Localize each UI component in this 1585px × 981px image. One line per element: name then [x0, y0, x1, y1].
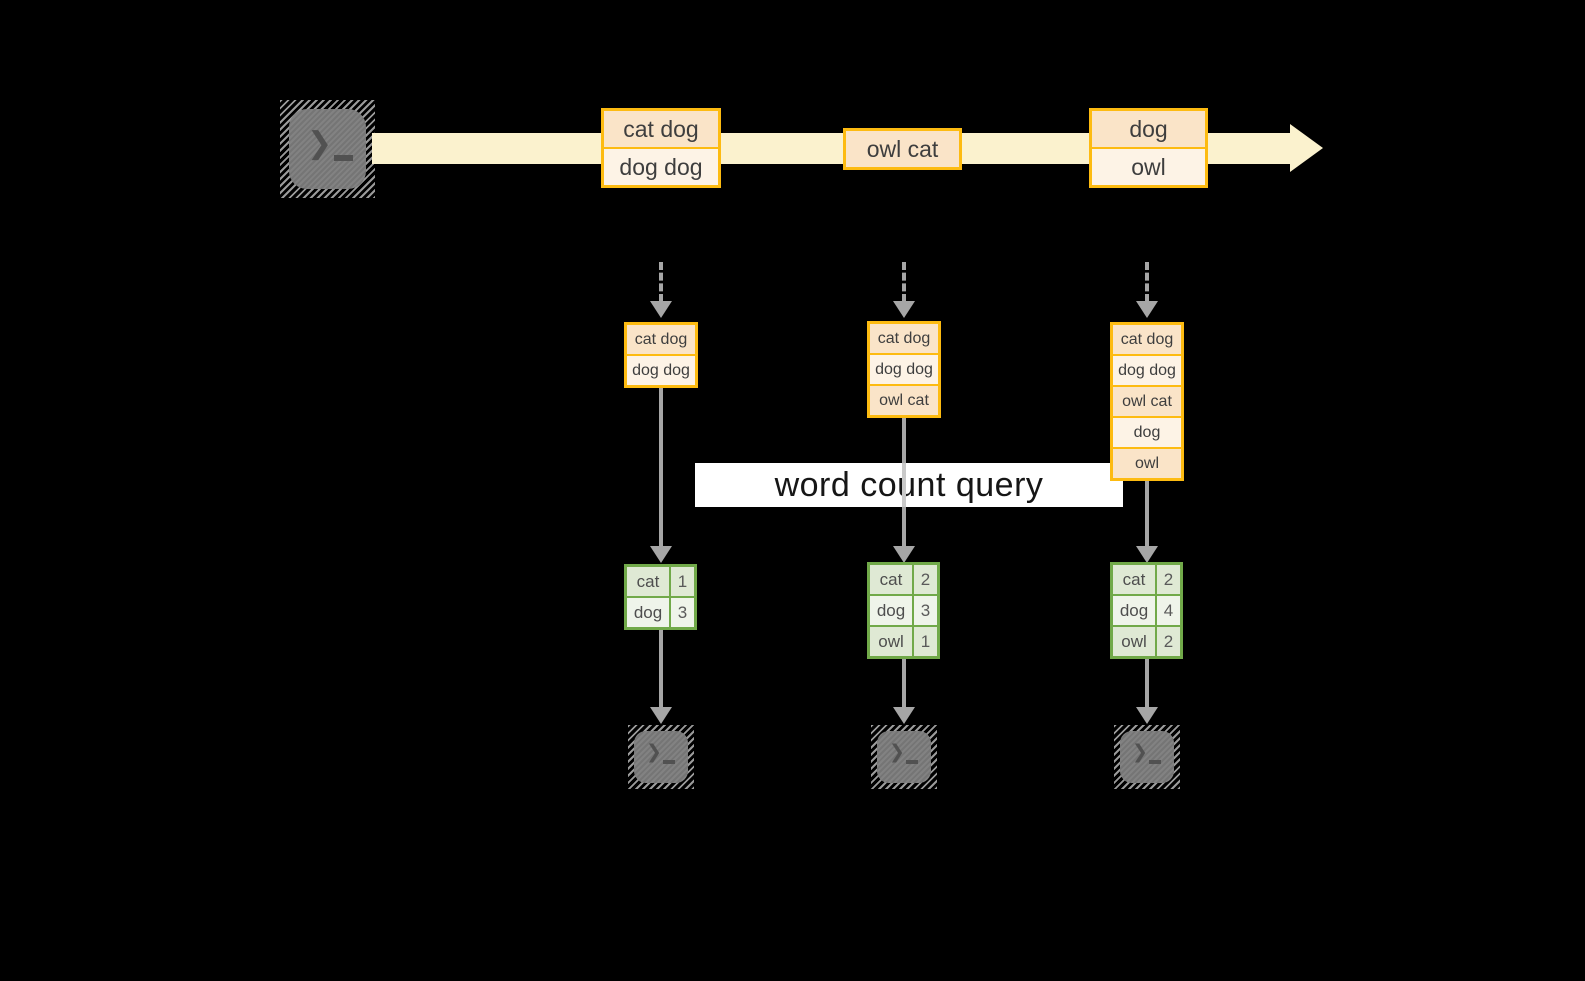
- count-table-1: cat 1 dog 3: [624, 564, 697, 630]
- stream-batch-2: owl cat: [843, 128, 962, 170]
- output-arrow-line: [902, 659, 906, 708]
- count-row: cat 2: [1113, 565, 1180, 594]
- dashed-arrow-head-icon: [1136, 301, 1158, 318]
- count-value: 1: [671, 567, 694, 596]
- query-arrow-head-icon: [893, 546, 915, 563]
- input-line: cat dog: [627, 325, 695, 354]
- count-word: dog: [1113, 596, 1157, 625]
- count-table-3: cat 2 dog 4 owl 2: [1110, 562, 1183, 659]
- stream-record: dog: [1092, 111, 1205, 147]
- output-arrow-head-icon: [650, 707, 672, 724]
- terminal-prompt-icon: ❯: [307, 127, 333, 160]
- terminal-prompt-icon: ❯: [889, 742, 905, 763]
- query-arrow-line-over-banner: [902, 463, 906, 507]
- input-line: dog dog: [627, 354, 695, 385]
- count-table-2: cat 2 dog 3 owl 1: [867, 562, 940, 659]
- input-line: dog dog: [870, 353, 938, 384]
- count-row: dog 4: [1113, 594, 1180, 625]
- input-stack-3: cat dog dog dog owl cat dog owl: [1110, 322, 1184, 481]
- terminal-cursor-icon: [663, 760, 675, 764]
- count-word: cat: [870, 565, 914, 594]
- count-row: owl 1: [870, 625, 937, 656]
- terminal-cursor-icon: [906, 760, 918, 764]
- input-line: owl cat: [1113, 385, 1181, 416]
- stream-record: cat dog: [604, 111, 718, 147]
- dashed-arrow-line: [659, 262, 663, 302]
- terminal-cursor-icon: [1149, 760, 1161, 764]
- terminal-prompt-icon: ❯: [646, 742, 662, 763]
- terminal-prompt-icon: ❯: [1132, 742, 1148, 763]
- stream-record: dog dog: [604, 147, 718, 185]
- count-word: dog: [627, 598, 671, 627]
- query-arrow-line: [1145, 480, 1149, 548]
- output-arrow-head-icon: [1136, 707, 1158, 724]
- terminal-body: ❯: [877, 731, 931, 783]
- input-stack-2: cat dog dog dog owl cat: [867, 321, 941, 418]
- input-line: owl: [1113, 447, 1181, 478]
- count-value: 4: [1157, 596, 1180, 625]
- source-terminal-icon: ❯: [280, 100, 375, 198]
- input-line: dog: [1113, 416, 1181, 447]
- input-line: owl cat: [870, 384, 938, 415]
- count-value: 2: [914, 565, 937, 594]
- terminal-cursor-icon: [334, 155, 353, 161]
- count-value: 2: [1157, 627, 1180, 656]
- count-word: owl: [1113, 627, 1157, 656]
- terminal-body: ❯: [289, 109, 366, 189]
- query-arrow-line: [659, 387, 663, 548]
- stream-record: owl: [1092, 147, 1205, 185]
- output-arrow-head-icon: [893, 707, 915, 724]
- count-word: cat: [1113, 565, 1157, 594]
- sink-terminal-icon: ❯: [1114, 725, 1180, 789]
- count-word: owl: [870, 627, 914, 656]
- query-arrow-head-icon: [1136, 546, 1158, 563]
- count-value: 1: [914, 627, 937, 656]
- input-line: dog dog: [1113, 354, 1181, 385]
- input-stack-1: cat dog dog dog: [624, 322, 698, 388]
- count-row: cat 1: [627, 567, 694, 596]
- stream-record: owl cat: [846, 131, 959, 167]
- query-arrow-head-icon: [650, 546, 672, 563]
- count-row: owl 2: [1113, 625, 1180, 656]
- dashed-arrow-head-icon: [650, 301, 672, 318]
- output-arrow-line: [659, 630, 663, 708]
- input-line: cat dog: [1113, 325, 1181, 354]
- count-value: 3: [914, 596, 937, 625]
- count-row: dog 3: [627, 596, 694, 627]
- input-line: cat dog: [870, 324, 938, 353]
- count-value: 2: [1157, 565, 1180, 594]
- terminal-body: ❯: [1120, 731, 1174, 783]
- sink-terminal-icon: ❯: [871, 725, 937, 789]
- output-arrow-line: [1145, 659, 1149, 708]
- stream-batch-3: dog owl: [1089, 108, 1208, 188]
- stream-batch-1: cat dog dog dog: [601, 108, 721, 188]
- terminal-body: ❯: [634, 731, 688, 783]
- count-word: dog: [870, 596, 914, 625]
- dashed-arrow-line: [902, 262, 906, 302]
- sink-terminal-icon: ❯: [628, 725, 694, 789]
- word-count-query-banner: word count query: [695, 463, 1123, 507]
- count-word: cat: [627, 567, 671, 596]
- count-row: cat 2: [870, 565, 937, 594]
- dashed-arrow-head-icon: [893, 301, 915, 318]
- count-row: dog 3: [870, 594, 937, 625]
- stream-arrow-head: [1290, 124, 1323, 172]
- count-value: 3: [671, 598, 694, 627]
- dashed-arrow-line: [1145, 262, 1149, 302]
